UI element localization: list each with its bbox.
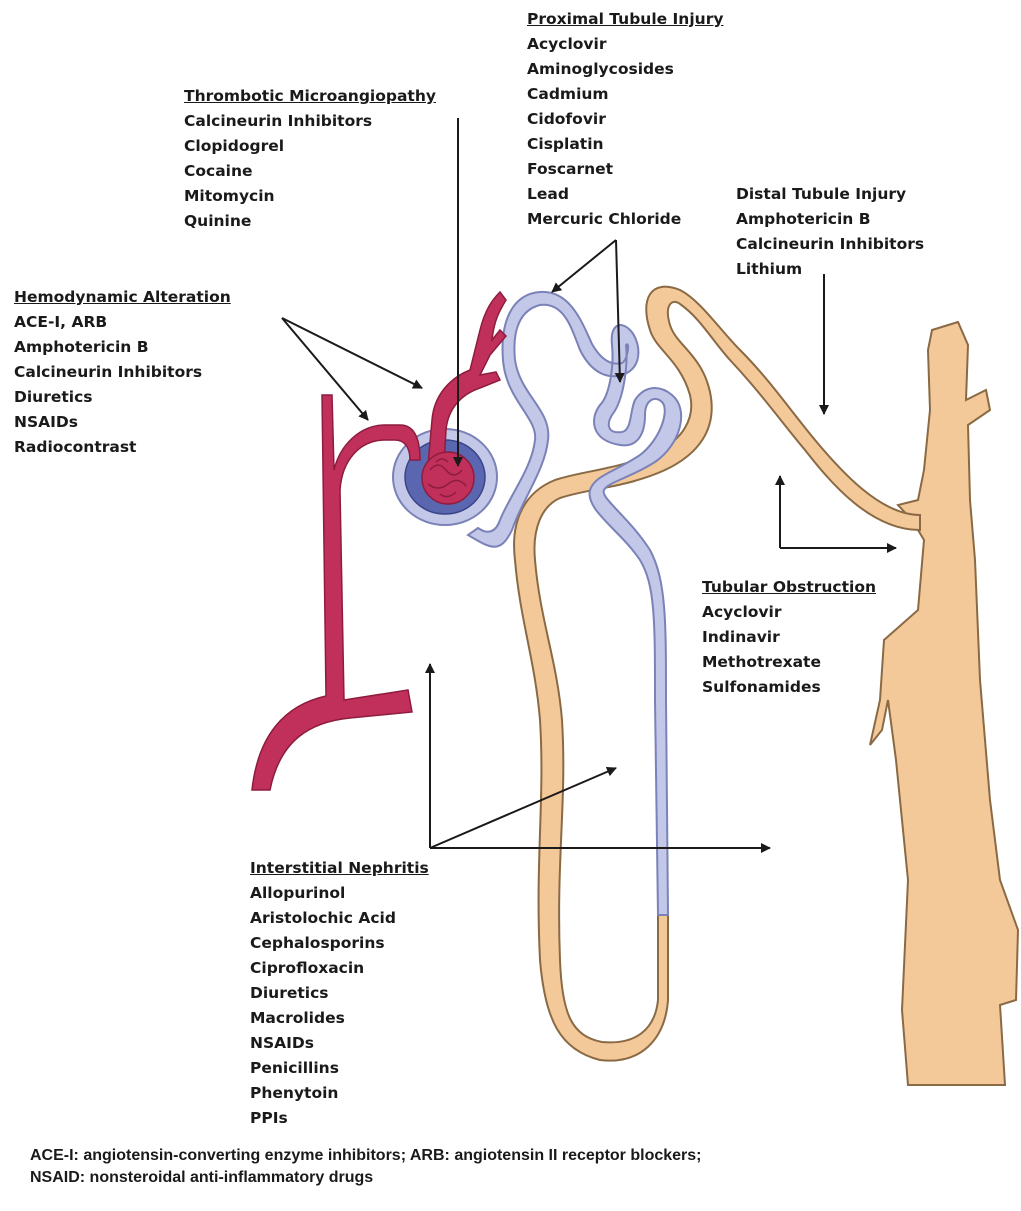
- footnote-line-1: ACE-I: angiotensin-converting enzyme inh…: [30, 1145, 1000, 1167]
- arrow-interstitial-diag: [430, 768, 616, 848]
- thrombotic-item: Calcineurin Inhibitors: [184, 112, 436, 137]
- thrombotic-item: Cocaine: [184, 162, 436, 187]
- distal-heading: Distal Tubule Injury: [736, 185, 924, 210]
- hemodynamic-item: Amphotericin B: [14, 338, 231, 363]
- obstruction-item: Acyclovir: [702, 603, 876, 628]
- hemodynamic-item: Calcineurin Inhibitors: [14, 363, 231, 388]
- interstitial-item: Cephalosporins: [250, 934, 429, 959]
- footnote-line-2: NSAID: nonsteroidal anti-inflammatory dr…: [30, 1167, 1000, 1189]
- proximal-item: Aminoglycosides: [527, 60, 723, 85]
- interstitial-item: Penicillins: [250, 1059, 429, 1084]
- thrombotic-item: Mitomycin: [184, 187, 436, 212]
- thrombotic-microangiopathy-label: Thrombotic Microangiopathy Calcineurin I…: [184, 87, 436, 237]
- proximal-item: Cadmium: [527, 85, 723, 110]
- distal-tubule-injury-label: Distal Tubule Injury Amphotericin B Calc…: [736, 185, 924, 285]
- interstitial-item: Phenytoin: [250, 1084, 429, 1109]
- proximal-heading: Proximal Tubule Injury: [527, 10, 723, 29]
- interstitial-item: Diuretics: [250, 984, 429, 1009]
- obstruction-item: Methotrexate: [702, 653, 876, 678]
- afferent-artery: [252, 395, 420, 790]
- proximal-item: Foscarnet: [527, 160, 723, 185]
- obstruction-heading: Tubular Obstruction: [702, 578, 876, 597]
- hemodynamic-alteration-label: Hemodynamic Alteration ACE-I, ARB Amphot…: [14, 288, 231, 463]
- distal-item: Amphotericin B: [736, 210, 924, 235]
- hemodynamic-item: NSAIDs: [14, 413, 231, 438]
- hemodynamic-item: Radiocontrast: [14, 438, 231, 463]
- hemodynamic-heading: Hemodynamic Alteration: [14, 288, 231, 307]
- proximal-item: Cidofovir: [527, 110, 723, 135]
- thrombotic-item: Quinine: [184, 212, 436, 237]
- proximal-item: Lead: [527, 185, 723, 210]
- tubular-obstruction-label: Tubular Obstruction Acyclovir Indinavir …: [702, 578, 876, 703]
- proximal-item: Mercuric Chloride: [527, 210, 723, 235]
- proximal-tubule-injury-label: Proximal Tubule Injury Acyclovir Aminogl…: [527, 10, 723, 235]
- arrow-hemodynamic-2: [282, 318, 422, 388]
- thrombotic-item: Clopidogrel: [184, 137, 436, 162]
- interstitial-item: PPIs: [250, 1109, 429, 1134]
- interstitial-item: Macrolides: [250, 1009, 429, 1034]
- proximal-item: Acyclovir: [527, 35, 723, 60]
- interstitial-item: NSAIDs: [250, 1034, 429, 1059]
- distal-item: Lithium: [736, 260, 924, 285]
- obstruction-item: Sulfonamides: [702, 678, 876, 703]
- interstitial-nephritis-label: Interstitial Nephritis Allopurinol Arist…: [250, 859, 429, 1134]
- obstruction-item: Indinavir: [702, 628, 876, 653]
- nephron-illustration: [0, 0, 1021, 1140]
- interstitial-item: Ciprofloxacin: [250, 959, 429, 984]
- interstitial-heading: Interstitial Nephritis: [250, 859, 429, 878]
- thrombotic-heading: Thrombotic Microangiopathy: [184, 87, 436, 106]
- interstitial-item: Allopurinol: [250, 884, 429, 909]
- interstitial-item: Aristolochic Acid: [250, 909, 429, 934]
- collecting-duct: [870, 322, 1018, 1085]
- distal-item: Calcineurin Inhibitors: [736, 235, 924, 260]
- proximal-item: Cisplatin: [527, 135, 723, 160]
- arrow-proximal-1: [552, 240, 616, 292]
- hemodynamic-item: ACE-I, ARB: [14, 313, 231, 338]
- abbreviations-footnote: ACE-I: angiotensin-converting enzyme inh…: [30, 1145, 1000, 1189]
- proximal-tubule: [468, 292, 681, 915]
- hemodynamic-item: Diuretics: [14, 388, 231, 413]
